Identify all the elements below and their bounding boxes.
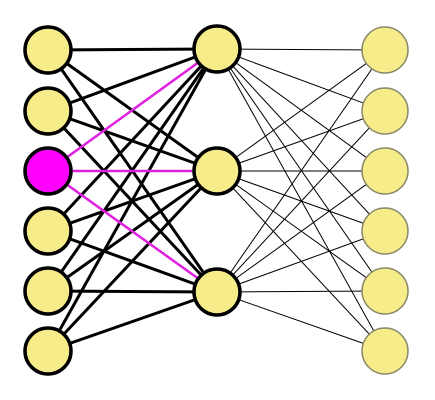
hidden-node-1: [192, 24, 242, 74]
edge-hidden3-output4: [216, 230, 386, 293]
edge-input6-hidden2: [46, 169, 219, 353]
edge-input4-hidden1: [46, 47, 219, 233]
hidden-node-2: [192, 146, 242, 196]
edge-hidden3-output1: [216, 49, 386, 293]
edge-hidden1-output4: [216, 48, 386, 232]
highlight-edge-hidden1: [47, 47, 218, 173]
edge-hidden1-output5: [216, 48, 386, 292]
edge-hidden3-output3: [216, 170, 386, 293]
neuron-nodes: [23, 24, 409, 376]
edge-hidden1-output1: [216, 48, 386, 51]
highlight-edge-hidden3: [47, 169, 218, 294]
input-node-1: [23, 25, 73, 75]
edge-hidden1-output6: [216, 48, 386, 352]
input-node-4: [23, 206, 73, 256]
edge-hidden2-output1: [216, 49, 386, 172]
edge-hidden1-output2: [216, 48, 386, 112]
highlighted-connections: [47, 47, 218, 294]
output-node-6: [361, 327, 409, 375]
edge-hidden3-output6: [216, 291, 386, 352]
hidden-node-3: [192, 267, 242, 317]
edge-input1-hidden1: [47, 47, 218, 52]
input-node-3: [23, 146, 73, 196]
hidden-output-connections: [216, 48, 386, 352]
output-node-3: [361, 147, 409, 195]
edge-hidden3-output5: [216, 290, 386, 293]
output-node-5: [361, 267, 409, 315]
output-node-2: [361, 87, 409, 135]
output-node-1: [361, 26, 409, 74]
input-hidden-connections: [46, 47, 219, 353]
input-node-5: [23, 266, 73, 316]
edge-input2-hidden1: [47, 47, 218, 113]
edge-input5-hidden3: [47, 289, 218, 294]
edge-hidden3-output2: [216, 110, 386, 293]
edge-input6-hidden1: [46, 48, 219, 352]
output-node-4: [361, 207, 409, 255]
edge-input6-hidden3: [47, 290, 218, 353]
input-node-2: [23, 86, 73, 136]
input-node-6: [23, 326, 73, 376]
edge-hidden2-output2: [216, 110, 386, 172]
